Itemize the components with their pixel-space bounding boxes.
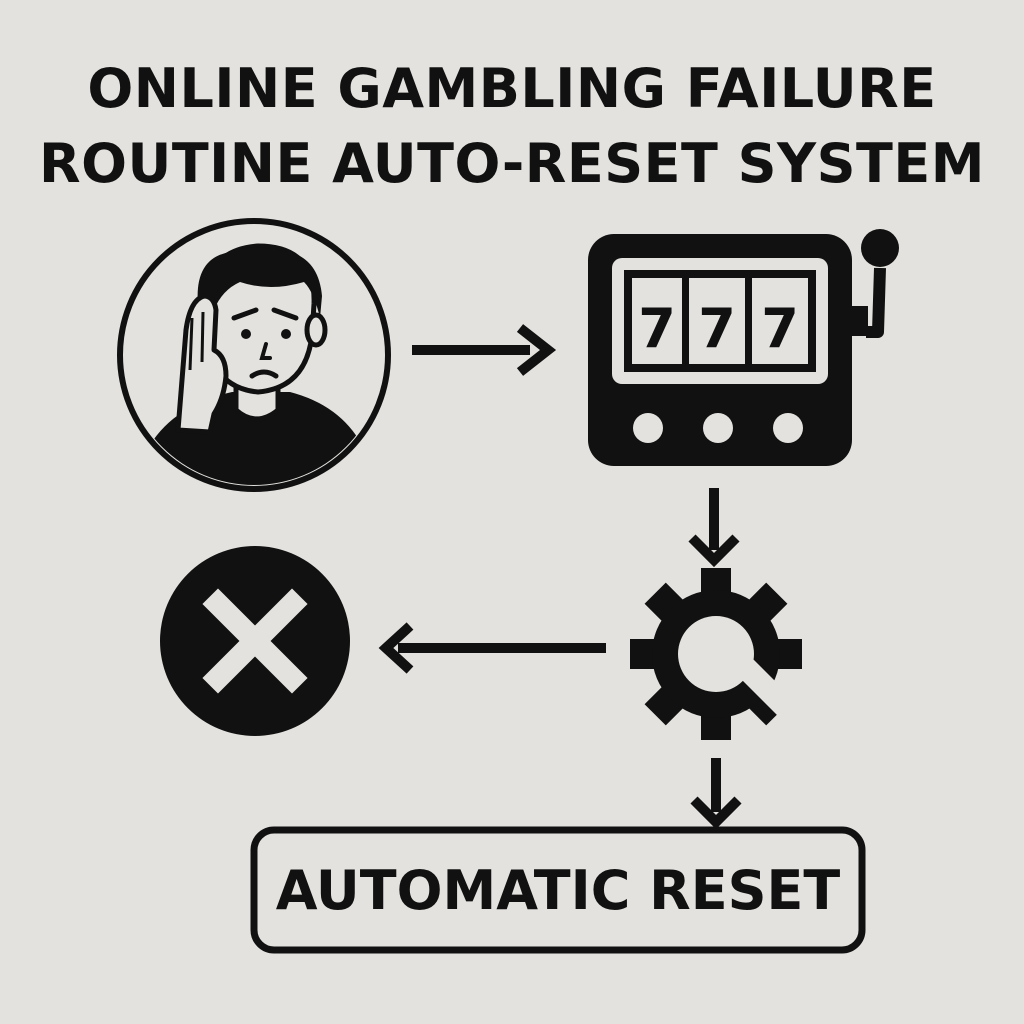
title-line-2: ROUTINE AUTO-RESET SYSTEM <box>38 132 985 195</box>
automatic-reset-label: AUTOMATIC RESET <box>275 858 841 922</box>
arrow-right <box>412 324 557 376</box>
x-circle-icon <box>160 546 350 736</box>
stressed-person-icon <box>117 218 391 492</box>
arrow-down-to-gear <box>688 488 740 568</box>
automatic-reset-box <box>250 826 866 954</box>
gear-reset-icon <box>630 568 802 740</box>
slot-machine-icon: 7 7 7 <box>588 229 899 466</box>
reel-1-label: 7 <box>638 297 676 360</box>
arrow-down-to-reset <box>690 758 742 830</box>
arrow-left <box>378 622 606 674</box>
title-line-1: ONLINE GAMBLING FAILURE <box>87 57 937 120</box>
reel-2-label: 7 <box>698 297 736 360</box>
reel-3-label: 7 <box>761 297 799 360</box>
